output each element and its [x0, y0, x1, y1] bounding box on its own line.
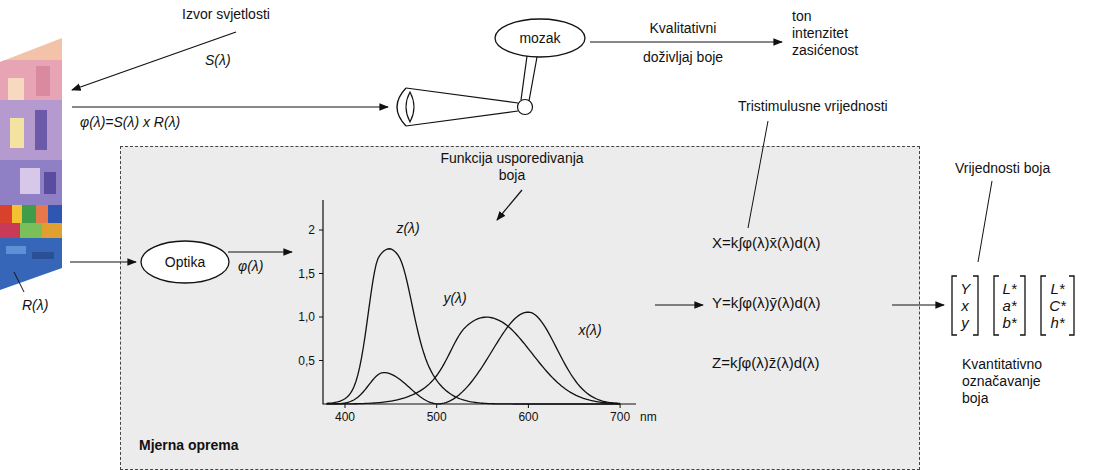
- painting: [0, 238, 62, 293]
- flow-arrow: [228, 251, 292, 252]
- painting: [20, 223, 42, 238]
- axis-tick-label: 1,5: [298, 267, 315, 281]
- flow-arrow: [70, 261, 136, 262]
- node-text: mozak: [519, 30, 560, 47]
- painting: [0, 223, 20, 238]
- light-source-label: Izvor svjetlosti: [182, 6, 270, 23]
- matrix-bracket: [994, 276, 1025, 335]
- painting: [35, 110, 47, 150]
- eye: [406, 88, 518, 126]
- matching-curve: [327, 312, 620, 404]
- painting: [42, 223, 62, 238]
- eye: [518, 100, 533, 115]
- painting: [0, 30, 62, 293]
- matrix-bracket: [1041, 276, 1074, 335]
- optics-ellipse: Optika: [140, 240, 230, 284]
- axis-tick: [319, 230, 323, 231]
- flow-arrow: [892, 304, 944, 305]
- curve-label: y(λ): [443, 290, 466, 307]
- node-text: Y x y: [960, 280, 970, 331]
- brain-ellipse: mozak: [494, 18, 586, 58]
- axis-tick-label: 600: [518, 410, 538, 424]
- flow-arrow: [655, 304, 703, 305]
- axis-tick: [345, 404, 346, 408]
- callout-label: Kvantitativno označavanje boja: [962, 356, 1042, 407]
- ellipse-outline: [495, 19, 585, 57]
- signal-symbol: φ(λ): [238, 258, 263, 275]
- painting: [0, 160, 62, 208]
- ellipse-outline: [141, 241, 229, 283]
- curve-label: x(λ): [578, 322, 601, 339]
- painting: [8, 78, 24, 100]
- node-text: L* C* h*: [1049, 280, 1066, 331]
- painting: [0, 60, 62, 105]
- painting: [22, 205, 36, 223]
- chart-axes: [323, 200, 636, 404]
- painting: [6, 246, 26, 254]
- leader-line: [978, 181, 992, 262]
- axis-tick: [319, 273, 323, 274]
- painting: [32, 252, 54, 259]
- tristimulus-formula: Z=k∫φ(λ)z̄(λ)d(λ): [712, 354, 820, 372]
- node-text: Mjerna oprema: [139, 437, 239, 454]
- flow-arrow: [72, 32, 236, 90]
- perception-label: Kvalitativni: [650, 20, 717, 37]
- tristimulus-formula: Y=k∫φ(λ)ȳ(λ)d(λ): [712, 294, 820, 312]
- axis-tick-label: 400: [335, 410, 355, 424]
- stimulus-formula: φ(λ)=S(λ) x R(λ): [80, 114, 180, 131]
- axis-tick: [319, 317, 323, 318]
- node-text: Optika: [165, 254, 205, 271]
- matching-curve: [327, 249, 620, 404]
- leader-line: [748, 121, 768, 228]
- curve-label: z(λ): [396, 220, 419, 237]
- axis-unit: nm: [640, 410, 657, 424]
- matching-curve: [327, 249, 620, 404]
- matching-curve: [327, 317, 620, 404]
- painting: [0, 100, 62, 160]
- flow-arrow: [497, 190, 522, 220]
- tristimulus-formula: X=k∫φ(λ)x̄(λ)d(λ): [712, 234, 820, 252]
- axis-tick-label: 0,5: [298, 354, 315, 368]
- reflectance-symbol: R(λ): [22, 297, 48, 314]
- perception-label: doživljaj boje: [643, 49, 723, 66]
- leader-line: [14, 272, 24, 292]
- painting: [48, 205, 62, 223]
- painting: [36, 66, 50, 96]
- axis-tick: [319, 230, 620, 408]
- eye: [397, 88, 406, 126]
- callout-label: Tristimulusne vrijednosti: [738, 98, 888, 115]
- flow-arrow: [70, 32, 944, 305]
- painting: [10, 118, 24, 148]
- spectrum-symbol: S(λ): [205, 52, 231, 69]
- colour-value-matrix: L* C* h*: [1039, 275, 1076, 336]
- painting: [36, 205, 48, 223]
- axis-tick-label: 2: [308, 223, 315, 237]
- flow-arrow: [590, 41, 782, 42]
- matrix-bracket: [952, 276, 978, 335]
- measuring-panel-fill: [120, 146, 920, 470]
- colour-value-matrix: Y x y: [950, 275, 980, 336]
- eye: [397, 56, 537, 126]
- callout-label: Vrijednosti boja: [955, 160, 1050, 177]
- axis-tick-label: 700: [610, 410, 630, 424]
- colour-attributes: ton intenzitet zasićenost: [792, 8, 858, 59]
- painting: [12, 205, 22, 223]
- chart-axes: [323, 200, 636, 404]
- axis-tick-label: 500: [427, 410, 447, 424]
- node-text: L* a* b*: [1002, 280, 1016, 331]
- painting: [44, 172, 56, 194]
- eye: [521, 56, 537, 101]
- eye: [406, 92, 414, 122]
- painting: [20, 168, 40, 194]
- axis-tick: [319, 360, 323, 361]
- axis-tick: [436, 404, 437, 408]
- colour-value-matrix: L* a* b*: [992, 275, 1027, 336]
- axis-tick-label: 1,0: [298, 310, 315, 324]
- callout-label: Funkcija usporedivanja boja: [430, 150, 595, 184]
- painting: [0, 205, 12, 223]
- flow-arrow: [72, 106, 388, 107]
